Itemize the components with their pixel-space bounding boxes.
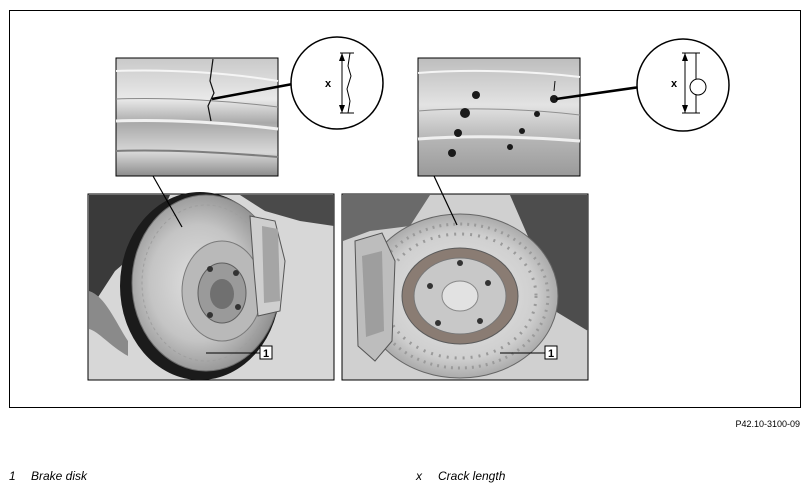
closeup-hole-right [417, 57, 641, 226]
figure-frame: 1 1 [9, 10, 801, 408]
brake-disk-illustration: 1 1 [87, 36, 730, 381]
legend-item-crack-length: x Crack length [416, 469, 505, 483]
detail-x-left: x [325, 78, 332, 90]
detail-circle-left: x [290, 36, 384, 130]
photo-brake-disk-left: 1 [87, 192, 335, 381]
callout-1-right: 1 [548, 348, 554, 360]
figure-reference-code: P42.10-3100-09 [735, 419, 800, 429]
detail-x-right: x [671, 78, 678, 90]
legend-key: x [416, 469, 422, 483]
legend-item-brake-disk: 1 Brake disk [9, 469, 87, 483]
closeup-crack-left [115, 57, 299, 228]
legend-key: 1 [9, 469, 16, 483]
legend-text: Crack length [438, 469, 506, 483]
callout-1-left: 1 [263, 348, 269, 360]
detail-circle-right: x [636, 38, 730, 132]
legend-text: Brake disk [31, 469, 88, 483]
photo-brake-disk-right: 1 [341, 193, 589, 381]
